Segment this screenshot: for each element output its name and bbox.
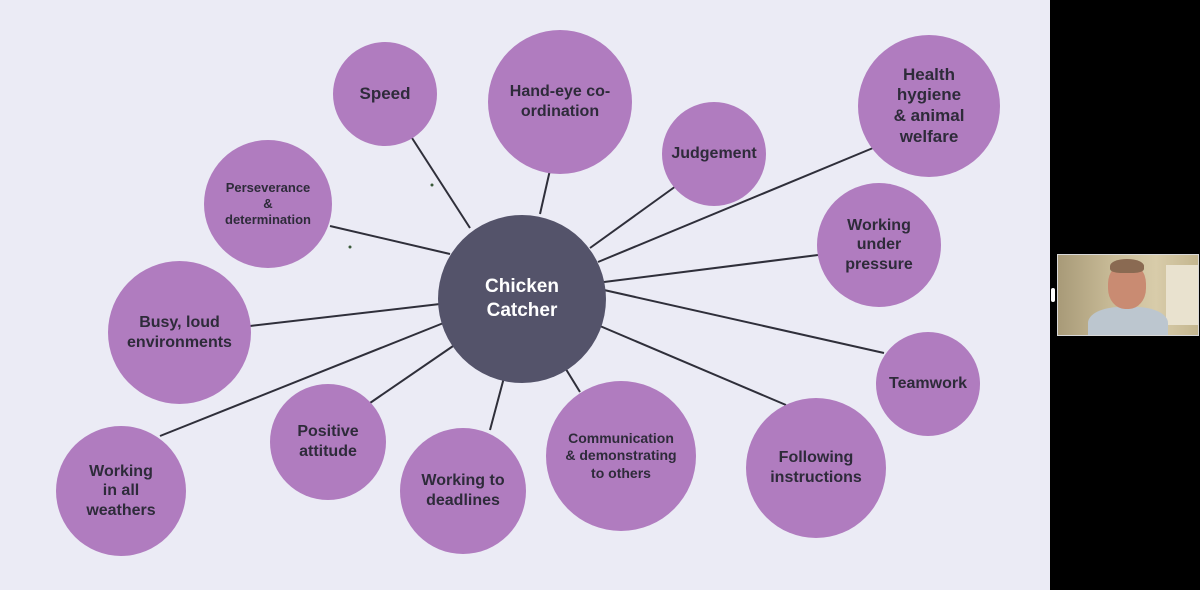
participant-shirt bbox=[1088, 307, 1168, 335]
connector-communication bbox=[563, 365, 581, 393]
connector-lines bbox=[159, 137, 885, 437]
connector-weathers bbox=[159, 321, 447, 437]
dot-mark bbox=[430, 183, 434, 187]
node-deadlines: Working to deadlines bbox=[400, 428, 526, 554]
node-positive-attitude: Positive attitude bbox=[270, 384, 386, 500]
node-busy-loud: Busy, loud environments bbox=[108, 261, 251, 404]
presentation-slide: Chicken Catcher Speed Hand-eye co- ordin… bbox=[0, 0, 1050, 590]
node-communication: Communication & demonstrating to others bbox=[546, 381, 696, 531]
connector-positive bbox=[369, 343, 457, 404]
node-health: Health hygiene & animal welfare bbox=[858, 35, 1000, 177]
connector-hand-eye bbox=[539, 169, 551, 215]
connector-teamwork bbox=[603, 289, 885, 354]
node-judgement: Judgement bbox=[662, 102, 766, 206]
node-teamwork: Teamwork bbox=[876, 332, 980, 436]
node-working-under-pressure: Working under pressure bbox=[817, 183, 941, 307]
participant-hair bbox=[1110, 259, 1144, 273]
video-background bbox=[1166, 265, 1198, 325]
center-node: Chicken Catcher bbox=[438, 215, 606, 383]
connector-judgement bbox=[589, 185, 677, 249]
node-hand-eye: Hand-eye co- ordination bbox=[488, 30, 632, 174]
node-following-instructions: Following instructions bbox=[746, 398, 886, 538]
node-all-weathers: Working in all weathers bbox=[56, 426, 186, 556]
connector-pressure bbox=[603, 254, 819, 283]
node-perseverance: Perseverance & determination bbox=[204, 140, 332, 268]
connector-busy bbox=[249, 303, 441, 327]
node-speed: Speed bbox=[333, 42, 437, 146]
dot-mark bbox=[348, 245, 352, 249]
connector-perseverance bbox=[329, 225, 451, 255]
connector-speed bbox=[411, 137, 471, 229]
connector-health bbox=[597, 147, 874, 263]
sidebar-resize-handle[interactable] bbox=[1051, 288, 1055, 302]
participant-video-thumbnail[interactable] bbox=[1057, 254, 1199, 336]
connector-following bbox=[599, 325, 787, 406]
